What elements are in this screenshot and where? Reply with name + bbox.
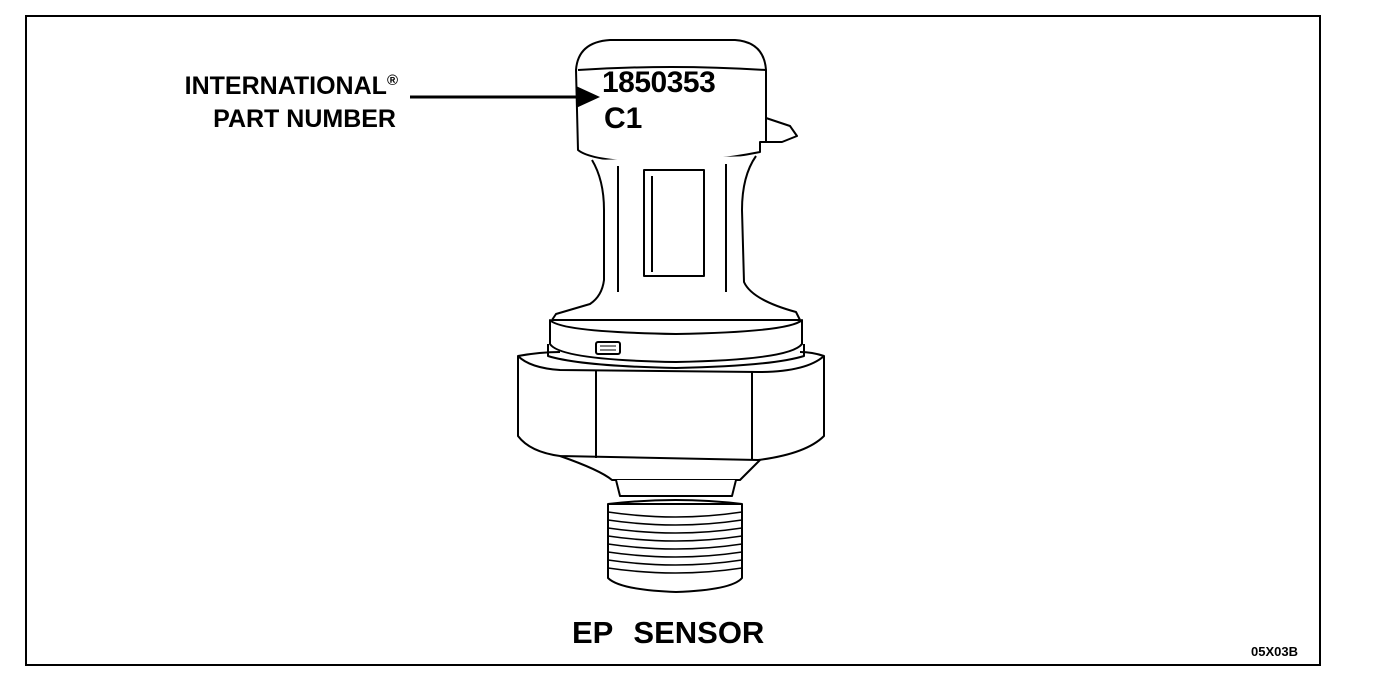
- figure-caption: EP SENSOR: [572, 615, 765, 650]
- part-number-line1: 1850353: [602, 66, 716, 99]
- hex-nut: [517, 355, 825, 461]
- callout-arrow: [410, 86, 600, 108]
- collar-step: [547, 344, 805, 369]
- sensor-collar: [549, 319, 803, 363]
- collar-marking: [595, 341, 621, 355]
- figure-reference-code: 05X03B: [1251, 644, 1298, 659]
- hex-top-edge: [517, 351, 825, 357]
- registered-mark: ®: [386, 72, 398, 89]
- thread-neck: [615, 479, 737, 497]
- collar-marking-lines: [600, 345, 616, 351]
- cap-top-edge: [577, 66, 767, 71]
- part-number-line2: C1: [604, 102, 643, 135]
- callout-part-number-label: PART NUMBER: [213, 105, 396, 133]
- figure-frame: [25, 15, 1321, 666]
- threaded-stem: [607, 499, 743, 593]
- neck-window: [643, 169, 705, 277]
- callout-brand-label: INTERNATIONAL®: [184, 72, 398, 100]
- neck-window-inner: [651, 170, 705, 276]
